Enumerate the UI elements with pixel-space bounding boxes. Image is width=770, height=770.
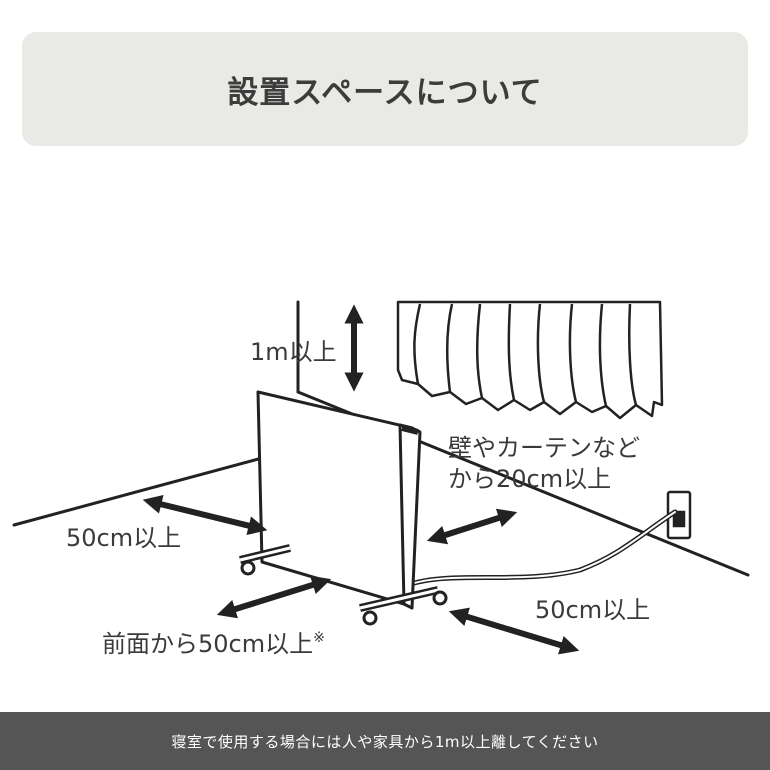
label-front: 前面から50cm以上※ [102,630,325,658]
label-right-side: 50cm以上 [535,596,650,624]
footer-note-bar: 寝室で使用する場合には人や家具から1m以上離してください [0,712,770,770]
clearance-arrows [142,304,580,655]
label-left-side: 50cm以上 [66,524,181,552]
footer-note: 寝室で使用する場合には人や家具から1m以上離してください [171,732,599,751]
header-banner: 設置スペースについて [22,32,748,146]
curtain [396,300,664,420]
label-above: 1m以上 [250,338,337,366]
power-cord [405,509,678,588]
label-wall-line2: から20cm以上 [448,465,611,493]
installation-space-illustration: 1m以上 壁やカーテンなど から20cm以上 50cm以上 50cm以上 前面か… [12,300,750,658]
panel-heater [239,390,448,626]
label-front-mark: ※ [313,630,325,646]
arrow-right [448,607,580,655]
page-title: 設置スペースについて [227,74,543,111]
wall-outlet [666,490,692,540]
arrow-left [142,494,268,536]
label-front-text: 前面から50cm以上 [102,630,313,658]
arrow-front [216,575,332,619]
label-wall-line1: 壁やカーテンなど [448,434,640,462]
arrow-rear [426,508,518,545]
